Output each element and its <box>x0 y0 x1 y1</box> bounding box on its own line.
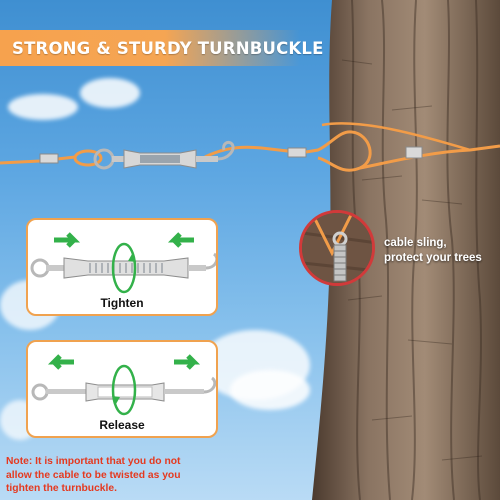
note-line-2: allow the cable to be twisted as you <box>6 469 181 481</box>
cloud <box>80 78 140 108</box>
note-line-3: tighten the turnbuckle. <box>6 483 117 494</box>
tighten-illustration <box>30 232 216 294</box>
cloud <box>8 94 78 120</box>
release-illustration <box>31 354 216 416</box>
release-label: Release <box>99 418 145 432</box>
tighten-panel: Tighten <box>26 218 218 316</box>
note-line-1: Note: It is important that you do not <box>6 456 181 467</box>
arrow-left-icon <box>167 232 194 248</box>
cable-sling-caption: cable sling, protect your trees <box>384 236 482 266</box>
arrow-right-icon <box>174 354 201 370</box>
headline-banner: STRONG & STURDY TURNBUCKLE <box>0 30 323 66</box>
arrow-right-icon <box>54 232 81 248</box>
rotate-icon <box>111 242 137 294</box>
callout-line-2: protect your trees <box>384 252 482 264</box>
cable-sling-zoom <box>299 210 375 286</box>
cloud <box>230 370 310 410</box>
release-panel: Release <box>26 340 218 438</box>
tighten-label: Tighten <box>100 296 144 310</box>
arrow-left-icon <box>47 354 74 370</box>
twist-warning-note: Note: It is important that you do not al… <box>6 455 306 496</box>
headline-title: STRONG & STURDY TURNBUCKLE <box>12 38 324 58</box>
rotate-icon <box>111 364 137 416</box>
callout-line-1: cable sling, <box>384 237 447 249</box>
